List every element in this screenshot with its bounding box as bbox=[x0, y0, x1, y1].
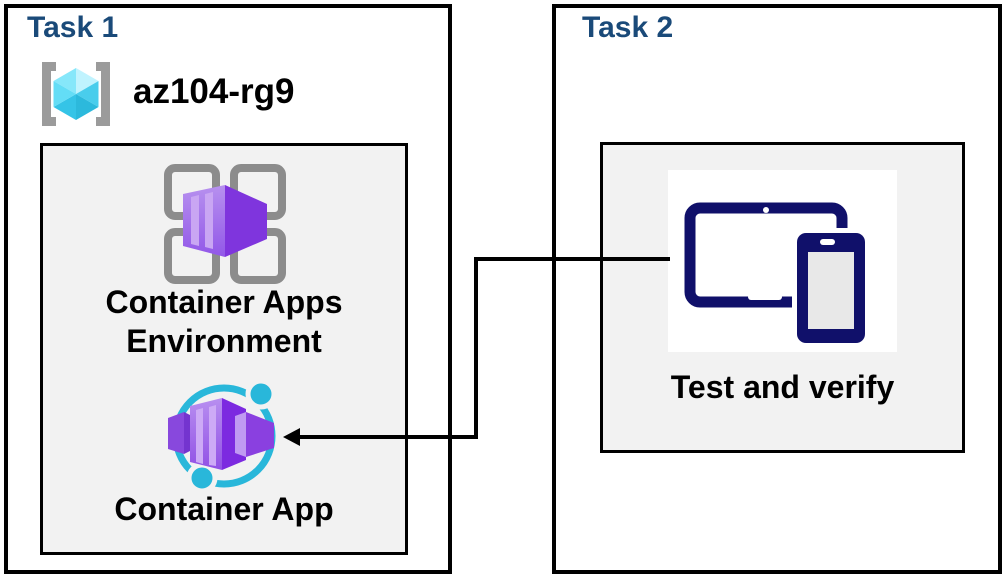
task2-title: Task 2 bbox=[582, 11, 674, 44]
verify-label: Test and verify bbox=[670, 369, 895, 405]
container-app-label: Container App bbox=[114, 491, 334, 527]
resource-group-icon bbox=[37, 60, 115, 128]
task1-title: Task 1 bbox=[27, 11, 119, 44]
devices-icon bbox=[682, 200, 902, 350]
container-app-icon bbox=[166, 378, 286, 496]
environment-label: Container Apps Environment bbox=[105, 284, 343, 359]
resource-group-name: az104-rg9 bbox=[133, 72, 295, 111]
container-apps-environment-icon bbox=[162, 163, 288, 285]
